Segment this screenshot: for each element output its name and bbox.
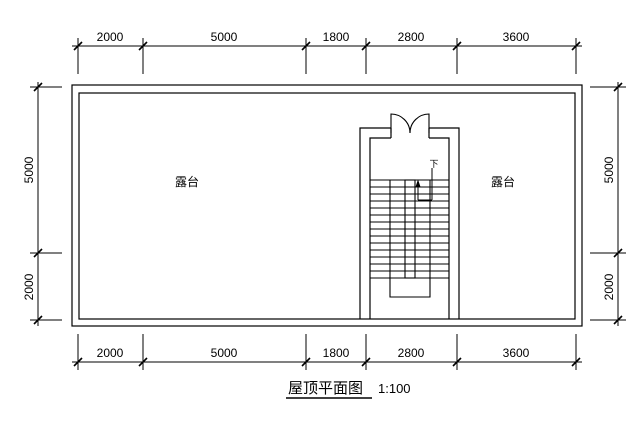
top-dim-1: 2000 xyxy=(97,30,124,44)
drawing-title: 屋顶平面图 xyxy=(288,379,363,397)
bottom-dim-3: 1800 xyxy=(323,346,350,360)
right-dim-2: 2000 xyxy=(602,273,616,300)
building-outline xyxy=(71,84,583,327)
top-extension-lines xyxy=(77,38,577,74)
parapet-inner xyxy=(78,92,576,320)
top-dim-5: 3600 xyxy=(503,30,530,44)
top-dim-2: 5000 xyxy=(211,30,238,44)
stair-direction-arrow xyxy=(415,168,433,201)
bottom-dim-2: 5000 xyxy=(211,346,238,360)
right-dim-1: 5000 xyxy=(602,156,616,183)
left-extension-lines xyxy=(30,86,62,321)
left-dim-1: 5000 xyxy=(22,156,36,183)
double-door xyxy=(390,113,430,134)
stair-flights xyxy=(370,179,449,279)
left-tick-marks xyxy=(33,82,43,325)
right-tick-marks xyxy=(613,82,623,325)
stair-wall-outer xyxy=(359,127,391,319)
left-dimension-chain xyxy=(30,82,62,326)
parapet-outer xyxy=(71,84,583,327)
terrace-left-label: 露台 xyxy=(175,174,199,189)
stair-wall-inner-right xyxy=(429,137,450,319)
right-dimension-chain xyxy=(590,82,626,326)
bottom-extension-lines xyxy=(77,334,577,370)
top-dim-4: 2800 xyxy=(398,30,425,44)
bottom-dim-4: 2800 xyxy=(398,346,425,360)
stair-direction-label: 下 xyxy=(429,160,438,170)
stair-enclosure xyxy=(359,127,460,319)
terrace-right-label: 露台 xyxy=(491,174,515,189)
bottom-tick-marks xyxy=(73,357,581,367)
top-tick-marks xyxy=(73,41,581,51)
stair-wall-inner xyxy=(369,137,391,319)
top-dim-3: 1800 xyxy=(323,30,350,44)
right-extension-lines xyxy=(590,86,626,321)
bottom-dim-5: 3600 xyxy=(503,346,530,360)
left-dim-2: 2000 xyxy=(22,273,36,300)
stair-wall-outer-right xyxy=(429,127,460,319)
drawing-scale: 1:100 xyxy=(378,381,411,396)
bottom-dim-1: 2000 xyxy=(97,346,124,360)
bottom-dimension-chain xyxy=(72,334,582,370)
stair-handrail xyxy=(389,179,431,298)
top-dimension-chain xyxy=(72,38,582,74)
